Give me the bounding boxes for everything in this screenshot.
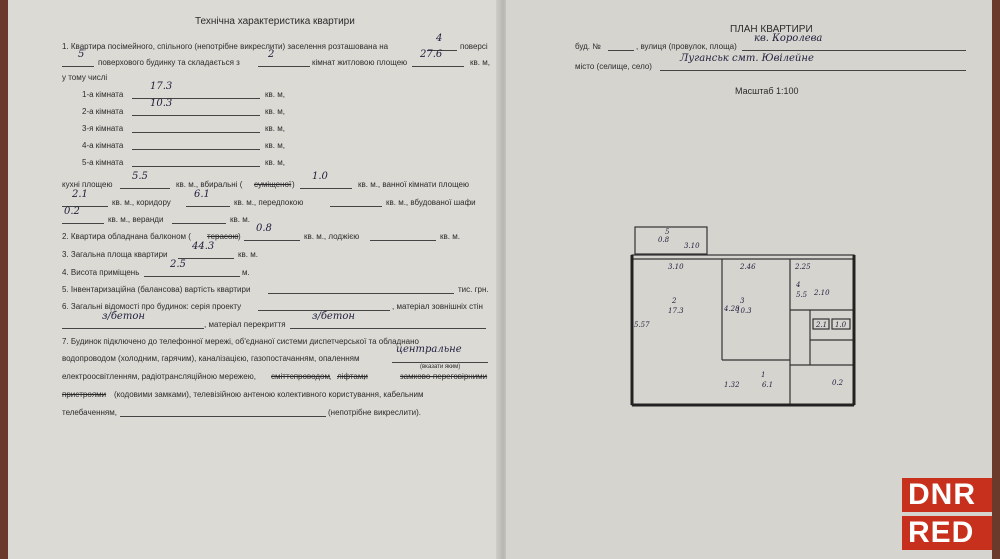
hand-ceiling: з/бетон (312, 311, 355, 322)
label-closet: 0.2 (832, 379, 844, 387)
hand-floor: 4 (436, 33, 443, 44)
hand-wc: 1.0 (312, 171, 328, 182)
label-room2-no: 2 (671, 297, 677, 305)
hand-city: Луганськ смт. Ювілейне (680, 53, 814, 64)
scale-label: Масштаб 1:100 (735, 86, 799, 96)
hand-total: 44.3 (192, 241, 215, 252)
label-room4-length: 2.10 (813, 289, 830, 297)
hand-height: 2.5 (170, 259, 186, 270)
hand-floors: 5 (78, 49, 85, 60)
label-balcony-no: 5 (665, 228, 670, 236)
hand-room2: 10.3 (150, 98, 173, 109)
hand-room1: 17.3 (150, 81, 173, 92)
label-room1-area: 6.1 (762, 381, 773, 389)
label-room1-length: 1.32 (724, 381, 740, 389)
label-room4-no: 4 (795, 281, 800, 289)
label-balcony-area: 0.8 (658, 236, 670, 244)
label-balcony-width: 3.10 (684, 242, 700, 250)
hand-bath: 2.1 (72, 189, 88, 200)
hand-corridor: 6.1 (194, 189, 210, 200)
label-room3-width: 2.46 (739, 263, 756, 271)
page-left (8, 0, 498, 559)
label-room2-width: 3.10 (668, 263, 684, 271)
left-page-title: Технічна характеристика квартири (195, 16, 355, 27)
hand-series: з/бетон (102, 311, 145, 322)
hand-kitchen: 5.5 (132, 171, 148, 182)
hand-rooms: 2 (268, 49, 275, 60)
hand-street: кв. Королева (754, 33, 823, 44)
label-room3-no: 3 (740, 297, 745, 305)
label-bath: 2.1 (815, 321, 827, 329)
label-room1-no: 1 (761, 371, 765, 379)
label-room4-width: 2.25 (794, 263, 811, 271)
label-room3-length: 4.28 (723, 305, 740, 313)
hand-living: 27.6 (420, 49, 443, 60)
label-room4-area: 5.5 (796, 291, 808, 299)
dnr-red-logo: DNR RED (900, 478, 994, 552)
page-right (506, 0, 992, 559)
right-page-title: ПЛАН КВАРТИРИ (730, 24, 813, 35)
hand-closet: 0.2 (64, 206, 80, 217)
label-room3-area: 10.3 (736, 307, 752, 315)
line-1: 1. Квартира посімейного, спільного (непо… (62, 42, 389, 51)
logo-box-top (902, 478, 992, 512)
label-room2-length: 5.57 (634, 321, 650, 329)
label-wc: 1.0 (835, 321, 847, 329)
hand-balcony: 0.8 (256, 223, 272, 234)
hand-heating: центральне (396, 344, 462, 355)
logo-text-top: DNR (908, 478, 976, 511)
label-room2-area: 17.3 (668, 307, 684, 315)
floor-plan: 5 0.8 3.10 3.10 2 17.3 5.57 2.46 3 10.3 … (630, 226, 856, 407)
logo-text-bottom: RED (908, 516, 975, 549)
logo-box-bottom (902, 516, 992, 550)
